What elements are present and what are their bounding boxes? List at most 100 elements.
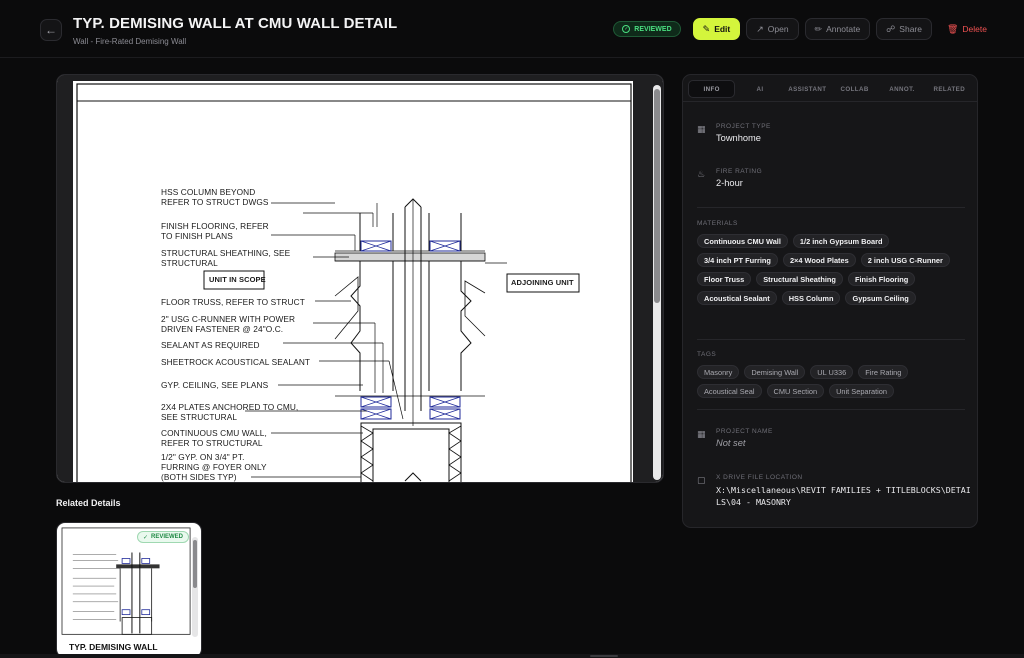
tab-collab[interactable]: COLLAB bbox=[840, 85, 869, 93]
related-details-heading: Related Details bbox=[56, 498, 121, 508]
material-chip: 2×4 Wood Plates bbox=[782, 253, 856, 267]
pencil-icon: ✎ bbox=[702, 23, 711, 34]
check-circle-icon: ✓ bbox=[142, 534, 148, 541]
related-scrollbar[interactable] bbox=[192, 537, 198, 637]
material-chip: 1/2 inch Gypsum Board bbox=[792, 234, 890, 248]
drawing-label: 2" USG C-RUNNER WITH POWER bbox=[161, 314, 296, 324]
drawing-label: CONTINUOUS CMU WALL, bbox=[161, 428, 267, 438]
status-badge: ✓ REVIEWED bbox=[613, 21, 681, 37]
file-location-value[interactable]: X:\Miscellaneous\REVIT FAMILIES + TITLEB… bbox=[716, 485, 971, 507]
tag-chip[interactable]: Demising Wall bbox=[744, 365, 806, 379]
tag-chip[interactable]: Masonry bbox=[697, 365, 740, 379]
drawing-label: FLOOR TRUSS, REFER TO STRUCT bbox=[161, 297, 305, 307]
header: ← TYP. DEMISING WALL AT CMU WALL DETAIL … bbox=[0, 0, 1024, 58]
divider bbox=[697, 409, 965, 410]
drawing-label: SEE STRUCTURAL bbox=[161, 412, 238, 422]
materials-label: MATERIALS bbox=[697, 220, 738, 227]
drawing-label: DRIVEN FASTENER @ 24"O.C. bbox=[161, 324, 284, 334]
related-card-title: TYP. DEMISING WALL bbox=[69, 642, 158, 652]
drawing-label: 1/2" GYP. ON 3/4" PT. bbox=[161, 452, 245, 462]
divider bbox=[697, 339, 965, 340]
drawing-label: FINISH FLOORING, REFER bbox=[161, 221, 269, 231]
material-chip: 2 inch USG C-Runner bbox=[860, 253, 950, 267]
tag-chip[interactable]: UL U336 bbox=[810, 365, 854, 379]
drawing-label: STRUCTURAL SHEATHING, SEE bbox=[161, 248, 291, 258]
drawing-label: 2X4 PLATES ANCHORED TO CMU, bbox=[161, 402, 299, 412]
open-button[interactable]: ↗ Open bbox=[746, 18, 799, 40]
bottom-bar bbox=[0, 654, 1024, 658]
pen-icon: ✏ bbox=[814, 23, 823, 34]
drawing-viewer[interactable]: HSS COLUMN BEYOND REFER TO STRUCT DWGS F… bbox=[56, 74, 664, 483]
material-chip: Structural Sheathing bbox=[756, 272, 843, 286]
material-chip: Acoustical Sealant bbox=[697, 291, 777, 305]
drawing-label: FURRING @ FOYER ONLY bbox=[161, 462, 267, 472]
back-button[interactable]: ← bbox=[40, 19, 62, 41]
viewer-frame bbox=[57, 75, 73, 482]
tag-chip[interactable]: Acoustical Seal bbox=[697, 384, 762, 398]
drawing-label: TO FINISH PLANS bbox=[161, 231, 233, 241]
unit-in-scope-label: UNIT IN SCOPE bbox=[209, 275, 266, 284]
drawing-linework bbox=[76, 83, 632, 482]
related-scrollbar-thumb[interactable] bbox=[193, 540, 197, 588]
viewer-scrollbar-thumb[interactable] bbox=[654, 89, 660, 303]
viewer-frame bbox=[57, 75, 663, 81]
delete-button[interactable]: 🗑 Delete bbox=[946, 23, 987, 35]
tag-chip[interactable]: Fire Rating bbox=[858, 365, 909, 379]
materials-list: Continuous CMU Wall 1/2 inch Gypsum Boar… bbox=[697, 234, 967, 305]
drawing-label: HSS COLUMN BEYOND bbox=[161, 187, 256, 197]
panel-tabs: INFO AI ASSISTANT COLLAB ANNOT. RELATED bbox=[683, 75, 977, 102]
project-type-value: Townhome bbox=[716, 133, 761, 143]
drawing-label: REFER TO STRUCTURAL bbox=[161, 438, 263, 448]
related-detail-card[interactable]: ✓ REVIEWED TYP. DEMISING WALL bbox=[56, 522, 202, 658]
drawing-label: SEALANT AS REQUIRED bbox=[161, 340, 260, 350]
page-title: TYP. DEMISING WALL AT CMU WALL DETAIL bbox=[73, 15, 398, 32]
project-name-label: PROJECT NAME bbox=[716, 428, 773, 435]
check-circle-icon: ✓ bbox=[622, 25, 631, 33]
building-icon: ▦ bbox=[697, 429, 706, 439]
annotate-button[interactable]: ✏ Annotate bbox=[804, 18, 871, 40]
viewer-scrollbar[interactable] bbox=[653, 85, 661, 480]
tab-annot[interactable]: ANNOT. bbox=[889, 85, 915, 93]
drawing-sheet: HSS COLUMN BEYOND REFER TO STRUCT DWGS F… bbox=[73, 81, 635, 482]
material-chip: Floor Truss bbox=[697, 272, 752, 286]
drawing-label: SHEETROCK ACOUSTICAL SEALANT bbox=[161, 357, 311, 367]
external-link-icon: ↗ bbox=[756, 23, 764, 34]
tag-chip[interactable]: Unit Separation bbox=[829, 384, 895, 398]
header-actions: ✓ REVIEWED ✎ Edit ↗ Open ✏ Annotate ☍ Sh… bbox=[613, 18, 996, 40]
fire-rating-value: 2-hour bbox=[716, 178, 743, 188]
drawing-label: REFER TO STRUCT DWGS bbox=[161, 197, 269, 207]
divider bbox=[697, 207, 965, 208]
related-status-badge: ✓ REVIEWED bbox=[136, 531, 189, 543]
tab-related[interactable]: RELATED bbox=[933, 85, 966, 93]
info-panel: INFO AI ASSISTANT COLLAB ANNOT. RELATED … bbox=[682, 74, 978, 528]
drawing-label: GYP. CEILING, SEE PLANS bbox=[161, 380, 269, 390]
folder-icon: ▢ bbox=[697, 475, 706, 485]
material-chip: HSS Column bbox=[781, 291, 841, 305]
tab-ai[interactable]: AI bbox=[756, 85, 764, 93]
material-chip: 3/4 inch PT Furring bbox=[697, 253, 778, 267]
tab-info[interactable]: INFO bbox=[688, 80, 736, 98]
tags-list: Masonry Demising Wall UL U336 Fire Ratin… bbox=[697, 365, 967, 398]
material-chip: Gypsum Ceiling bbox=[845, 291, 916, 305]
material-chip: Finish Flooring bbox=[847, 272, 916, 286]
fire-rating-label: FIRE RATING bbox=[716, 168, 763, 175]
related-thumbnail bbox=[61, 527, 191, 635]
resize-handle[interactable] bbox=[590, 655, 618, 657]
file-location-label: X DRIVE FILE LOCATION bbox=[716, 474, 803, 481]
project-name-value: Not set bbox=[716, 438, 746, 448]
drawing-label: STRUCTURAL bbox=[161, 258, 218, 268]
building-icon: ▦ bbox=[697, 124, 706, 134]
project-type-label: PROJECT TYPE bbox=[716, 123, 771, 130]
share-button[interactable]: ☍ Share bbox=[876, 18, 932, 40]
adjoining-unit-label: ADJOINING UNIT bbox=[511, 278, 574, 287]
tab-assistant[interactable]: ASSISTANT bbox=[788, 85, 827, 93]
material-chip: Continuous CMU Wall bbox=[697, 234, 788, 248]
viewer-scrollbar-area bbox=[633, 75, 663, 482]
drawing-label: (BOTH SIDES TYP) bbox=[161, 472, 237, 482]
edit-button[interactable]: ✎ Edit bbox=[692, 18, 741, 40]
tags-label: TAGS bbox=[697, 351, 717, 358]
page-subtitle: Wall - Fire-Rated Demising Wall bbox=[73, 37, 187, 46]
share-icon: ☍ bbox=[886, 23, 896, 34]
tag-chip[interactable]: CMU Section bbox=[766, 384, 825, 398]
trash-icon: 🗑 bbox=[946, 23, 959, 34]
